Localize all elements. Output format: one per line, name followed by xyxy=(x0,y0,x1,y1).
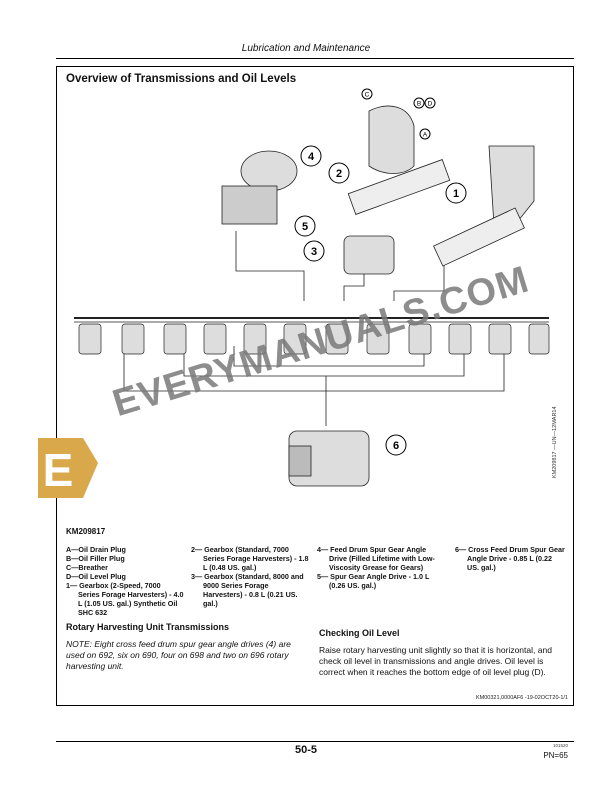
legend-item: A—Oil Drain Plug xyxy=(66,545,126,554)
page-number: 50-5 xyxy=(294,744,318,756)
angle-drive-row xyxy=(78,323,550,355)
lower-bracket xyxy=(123,326,505,392)
gearbox-5 xyxy=(221,185,278,225)
rotary-note: NOTE: Eight cross feed drum spur gear an… xyxy=(66,639,291,671)
letter-d: D xyxy=(428,101,433,108)
letter-b: B xyxy=(417,101,421,108)
legend-item: 1— Gearbox (2-Speed, 7000 Series Forage … xyxy=(66,581,184,617)
legend-item: D—Oil Level Plug xyxy=(66,572,126,581)
legend-item: C—Breather xyxy=(66,563,108,572)
pn-label: PN=65 xyxy=(543,751,568,760)
content-frame xyxy=(56,66,574,706)
legend-item: 3— Gearbox (Standard, 8000 and 9000 Seri… xyxy=(191,572,304,608)
legend-item: B—Oil Filler Plug xyxy=(66,554,125,563)
callout-6: 6 xyxy=(393,440,399,452)
footer-small-code: 101520 xyxy=(552,743,568,748)
callout-5: 5 xyxy=(302,221,308,233)
section-title: Overview of Transmissions and Oil Levels xyxy=(66,73,297,85)
figure-side-id: KM209817 —UN—12MAR14 xyxy=(552,406,558,478)
footer-rule xyxy=(56,741,574,742)
watermark-logo-letter: E xyxy=(43,444,74,496)
driveline-left xyxy=(235,231,305,301)
gearbox-3 xyxy=(343,235,395,275)
header-rule xyxy=(56,58,574,59)
gearbox-1 xyxy=(488,145,535,227)
callout-3: 3 xyxy=(311,246,317,258)
callout-1: 1 xyxy=(453,188,459,200)
checking-section-title: Checking Oil Level xyxy=(319,628,400,638)
figure-id: KM209817 xyxy=(66,527,106,536)
checking-body: Raise rotary harvesting unit slightly so… xyxy=(319,645,552,677)
legend-col-4: 6— Cross Feed Drum Spur Gear Angle Drive… xyxy=(455,545,565,572)
rotary-section-title: Rotary Harvesting Unit Transmissions xyxy=(66,622,230,632)
page-header-title: Lubrication and Maintenance xyxy=(241,43,371,54)
gearbox-4 xyxy=(240,150,298,192)
callout-2: 2 xyxy=(336,168,342,180)
transmission-diagram: 1 2 3 4 5 6 C B D A xyxy=(74,88,550,487)
legend-item: 5— Spur Gear Angle Drive - 1.0 L (0.26 U… xyxy=(317,572,430,590)
reference-code: KM00321,0000AF6 -19-02OCT20-1/1 xyxy=(475,695,568,701)
legend-item: 6— Cross Feed Drum Spur Gear Angle Drive… xyxy=(455,545,565,572)
callout-4: 4 xyxy=(308,151,315,163)
letter-a: A xyxy=(423,132,428,139)
legend-col-1: A—Oil Drain Plug B—Oil Filler Plug C—Bre… xyxy=(66,545,184,617)
legend-col-2: 2— Gearbox (Standard, 7000 Series Forage… xyxy=(191,545,309,608)
legend-item: 2— Gearbox (Standard, 7000 Series Forage… xyxy=(191,545,309,572)
watermark-logo-icon: E xyxy=(38,438,98,498)
driveline-right xyxy=(393,261,445,301)
letter-c: C xyxy=(365,92,370,99)
legend-item: 4— Feed Drum Spur Gear Angle Drive (Fill… xyxy=(317,545,435,572)
gearbox-2 xyxy=(368,105,415,174)
legend-col-3: 4— Feed Drum Spur Gear Angle Drive (Fill… xyxy=(317,545,445,590)
